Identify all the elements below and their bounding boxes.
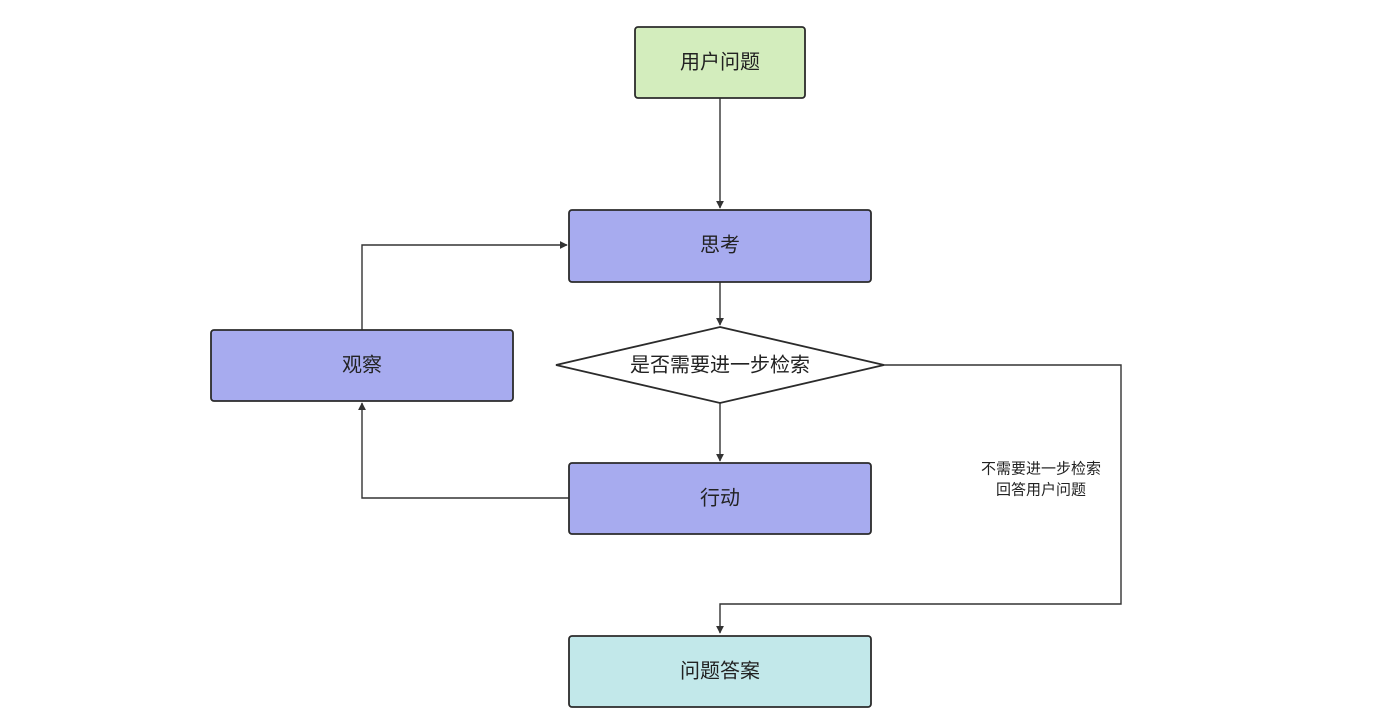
node-decision-label: 是否需要进一步检索 <box>630 353 810 377</box>
node-action: 行动 <box>568 462 872 535</box>
node-decision-diamond <box>555 326 885 404</box>
node-answer: 问题答案 <box>568 635 872 708</box>
node-user-question-label: 用户问题 <box>680 50 760 74</box>
node-user-question: 用户问题 <box>634 26 806 99</box>
node-observe-label: 观察 <box>342 353 382 377</box>
node-user-question-box <box>634 26 806 99</box>
node-action-box <box>568 462 872 535</box>
edge-label-no-more-search: 不需要进一步检索 回答用户问题 <box>981 460 1101 499</box>
node-think-box <box>568 209 872 283</box>
node-answer-label: 问题答案 <box>680 659 760 683</box>
node-observe: 观察 <box>210 329 514 402</box>
node-think: 思考 <box>568 209 872 283</box>
node-observe-box <box>210 329 514 402</box>
node-think-label: 思考 <box>700 233 740 257</box>
edge-observe-to-think <box>361 241 568 330</box>
node-action-label: 行动 <box>700 486 740 510</box>
edge-label-line-1: 不需要进一步检索 <box>981 460 1101 478</box>
edge-label-line-2: 回答用户问题 <box>996 481 1086 499</box>
node-answer-box <box>568 635 872 708</box>
node-decision: 是否需要进一步检索 <box>555 326 885 404</box>
edge-action-to-observe <box>358 402 569 499</box>
edge-decision-to-answer <box>716 364 1122 634</box>
